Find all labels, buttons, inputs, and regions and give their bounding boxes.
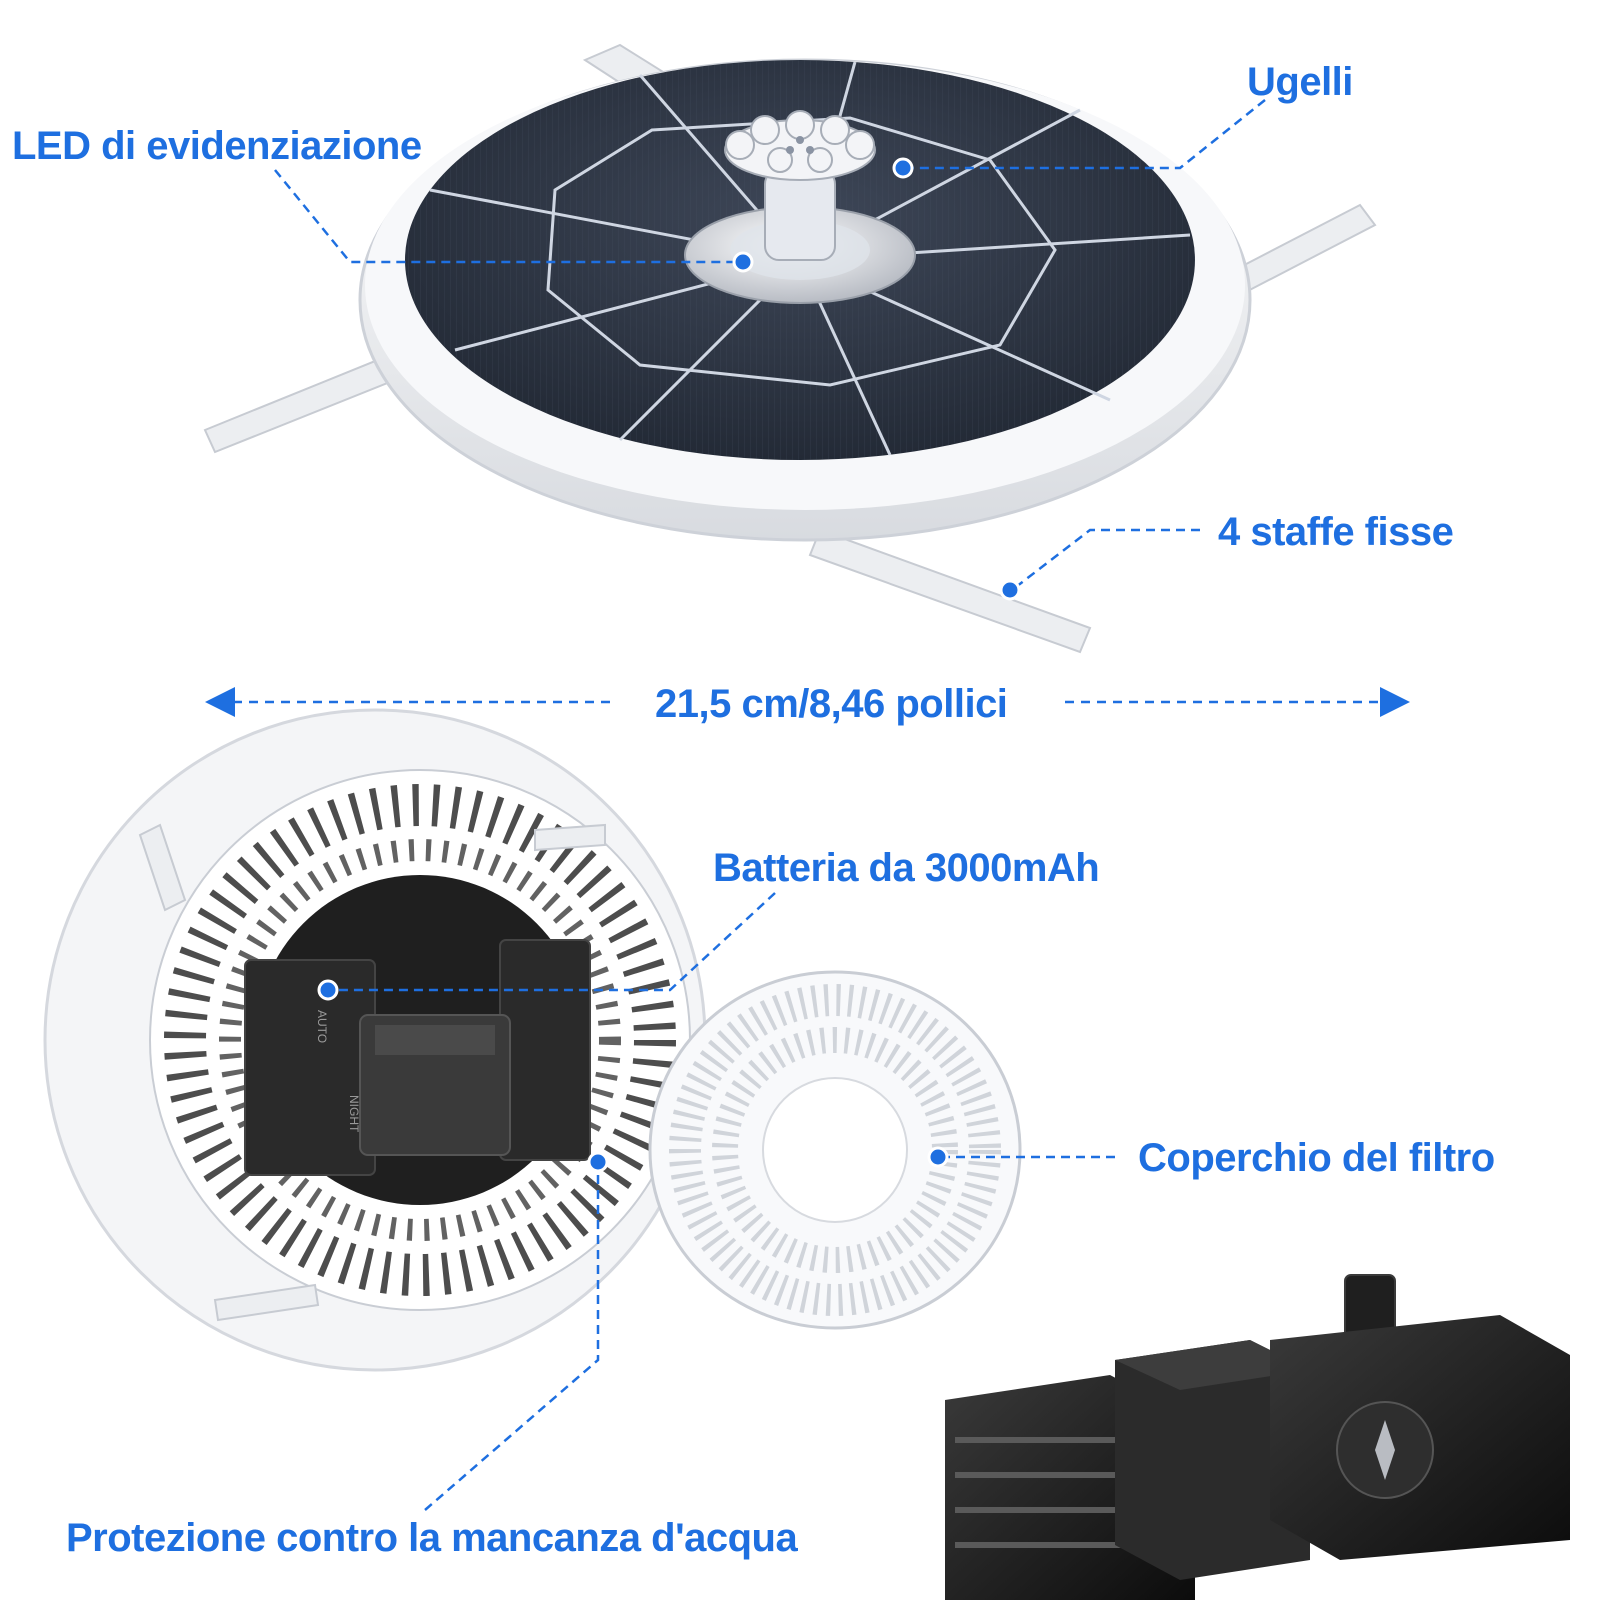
led-label: LED di evidenziazione (12, 124, 422, 168)
solar-fountain-top-view (203, 43, 1377, 654)
dimension-label: 21,5 cm/8,46 pollici (655, 682, 1008, 726)
battery-pack: AUTO NIGHT (244, 939, 591, 1176)
mounting-rod (138, 823, 606, 1322)
callout-dot-dry-run (587, 1151, 609, 1173)
callout-dot-led (732, 251, 754, 273)
filter-cover (648, 970, 1022, 1330)
nozzle-head (724, 110, 876, 181)
callout-dot-nozzles (892, 157, 914, 179)
switch-label-auto: AUTO (315, 1010, 329, 1043)
filter-cover-label: Coperchio del filtro (1138, 1136, 1495, 1180)
vent-ring (164, 784, 676, 1296)
callout-lines-bottom (328, 892, 1115, 1511)
callout-lines (274, 99, 1266, 591)
fountain-underside-view: AUTO NIGHT (43, 708, 707, 1372)
battery-label: Batteria da 3000mAh (713, 846, 1100, 890)
brackets-label: 4 staffe fisse (1218, 510, 1454, 554)
callout-dot-brackets (999, 579, 1021, 601)
water-pump (1270, 1274, 1570, 1560)
callout-dot-battery (317, 979, 339, 1001)
fixed-bracket (203, 43, 1377, 654)
pump-kit (945, 1274, 1570, 1600)
nozzles-label: Ugelli (1247, 60, 1353, 104)
callout-dot-filter-cover (927, 1146, 949, 1168)
nozzle-holes (786, 136, 814, 154)
nozzle-stem (764, 169, 836, 261)
switch-label-night: NIGHT (347, 1095, 361, 1133)
dry-run-protection-label: Protezione contro la mancanza d'acqua (66, 1516, 798, 1560)
filter-sponge (1115, 1340, 1310, 1580)
